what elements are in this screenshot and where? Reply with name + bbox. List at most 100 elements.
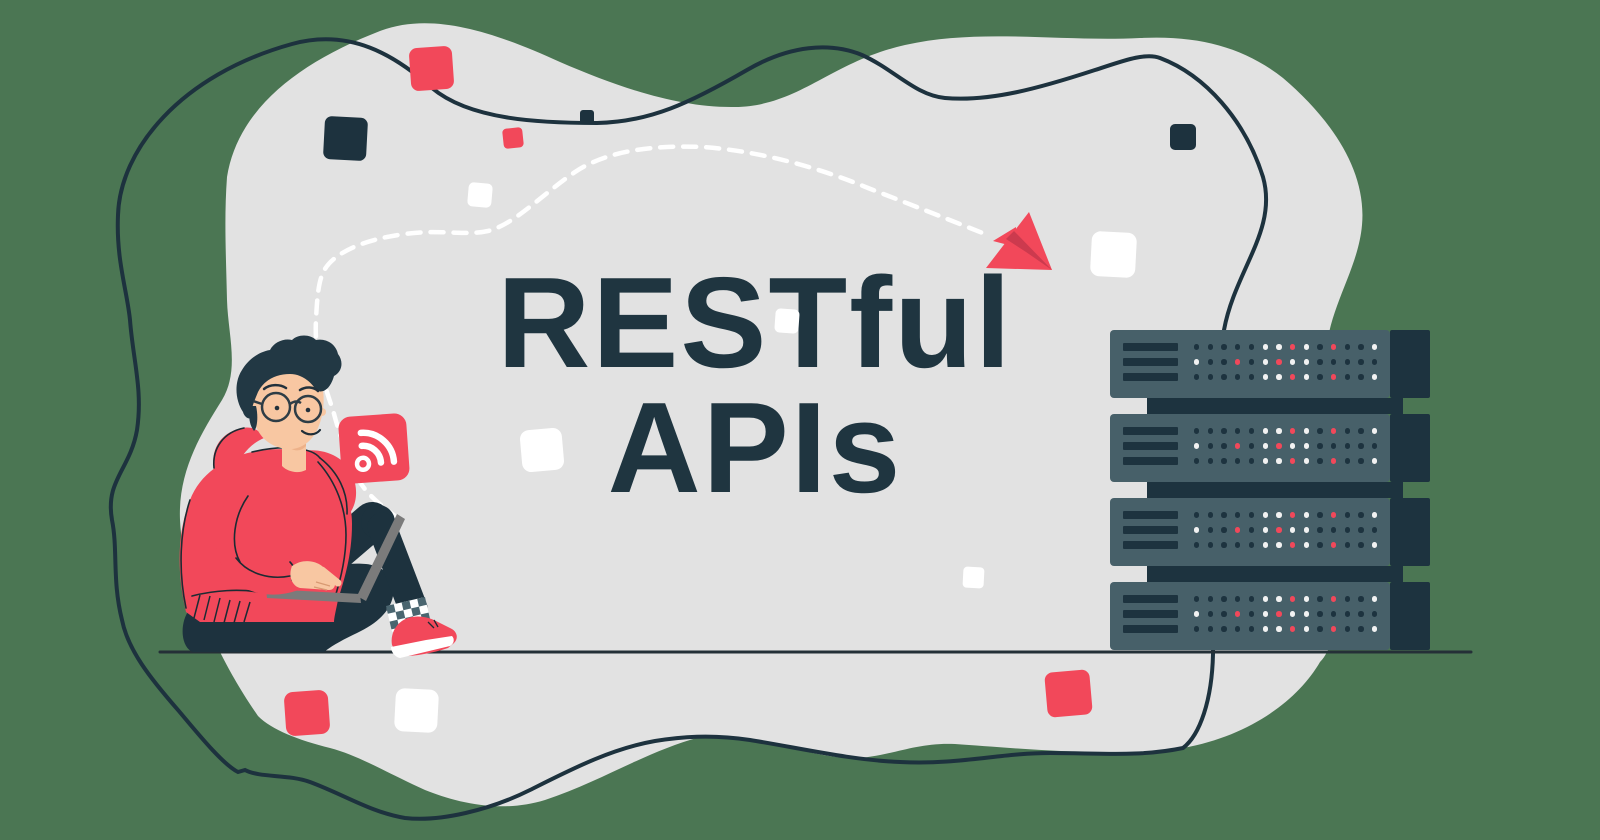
led-dot-dark [1317,344,1323,350]
led-dot-white [1289,359,1296,365]
led-dot-white [1303,611,1309,617]
led-dot-dark [1221,344,1227,350]
led-dot-dark [1248,428,1255,434]
led-dot-dark [1358,344,1364,350]
led-dot-dark [1317,626,1323,632]
led-dot-white [1276,374,1282,380]
led-dot-white [1303,596,1309,602]
decor-square-red [283,689,331,737]
led-dot-dark [1331,443,1337,449]
led-dot-red [1289,344,1296,350]
vent-bar [1123,343,1178,351]
vent-bar [1123,526,1178,534]
server-connector [1147,566,1403,582]
led-dot-dark [1207,626,1214,632]
led-dot-red [1331,344,1337,350]
led-dot-dark [1248,443,1255,449]
led-dot-dark [1194,626,1200,632]
led-dot-dark [1235,428,1241,434]
led-dot-red [1235,359,1241,365]
server-side-panel [1390,582,1430,650]
decor-square-white [393,687,440,734]
server-connector [1147,482,1403,498]
led-dot-dark [1317,527,1323,533]
vent-bar [1123,610,1178,618]
led-dot-dark [1344,611,1351,617]
led-dot-red [1331,596,1337,602]
led-dot-dark [1358,374,1364,380]
led-dot-dark [1344,428,1351,434]
led-dot-dark [1235,542,1241,548]
led-dot-white [1289,443,1296,449]
led-dot-dark [1207,443,1214,449]
led-dot-dark [1358,527,1364,533]
led-dot-dark [1358,596,1364,602]
led-dot-white [1194,527,1200,533]
led-dot-dark [1248,512,1255,518]
person-face [250,359,324,450]
decor-square-red [502,127,524,149]
led-dot-dark [1344,596,1351,602]
dashed-flight-path [313,144,993,522]
decor-square-ink [580,110,594,124]
led-dot-dark [1235,344,1241,350]
led-dot-white [1262,374,1268,380]
led-dot-red [1235,443,1241,449]
led-dot-white [1372,344,1378,350]
vent-bar [1123,595,1178,603]
led-dot-white [1262,527,1268,533]
led-dot-red [1276,527,1282,533]
led-dot-red [1331,542,1337,548]
hoodie-ribbing [193,594,251,624]
led-dot-white [1372,428,1378,434]
led-dot-white [1276,542,1282,548]
glasses-icon [252,391,323,424]
led-dot-dark [1221,611,1227,617]
led-dot-dark [1221,596,1227,602]
person-hand [290,561,336,590]
led-dot-white [1303,512,1309,518]
led-dot-dark [1344,512,1351,518]
led-dot-white [1303,542,1309,548]
led-dot-dark [1372,527,1378,533]
led-dot-white [1262,458,1268,464]
led-dot-dark [1331,611,1337,617]
led-dot-red [1289,596,1296,602]
led-dot-red [1289,626,1296,632]
led-dot-white [1303,527,1309,533]
led-dot-white [1194,443,1200,449]
led-dot-dark [1221,512,1227,518]
led-dot-dark [1344,443,1351,449]
led-dot-dark [1194,344,1200,350]
led-dot-white [1262,611,1268,617]
decor-square-white [774,308,800,334]
title-line-1: RESTful [497,251,1013,395]
led-dot-white [1372,542,1378,548]
led-dot-red [1331,458,1337,464]
led-dot-dark [1331,359,1337,365]
led-dot-dark [1194,596,1200,602]
led-dot-red [1235,611,1241,617]
decor-square-ink [1170,124,1196,150]
decor-loop-line [108,37,1269,821]
person-hair [236,335,342,419]
led-dot-dark [1194,542,1200,548]
led-dot-red [1331,626,1337,632]
server-unit [1110,414,1390,482]
led-dot-red [1276,359,1282,365]
led-dot-dark [1248,596,1255,602]
led-dot-dark [1344,542,1351,548]
led-dot-dark [1317,458,1323,464]
led-dot-dark [1317,359,1323,365]
led-dot-white [1262,626,1268,632]
vent-bar [1123,373,1178,381]
vent-bar [1123,625,1178,633]
led-dot-white [1303,443,1309,449]
led-dot-dark [1372,443,1378,449]
led-dot-dark [1235,626,1241,632]
led-dot-dark [1358,512,1364,518]
led-dot-dark [1317,428,1323,434]
led-dot-dark [1207,542,1214,548]
led-dot-dark [1194,512,1200,518]
led-dot-red [1331,374,1337,380]
